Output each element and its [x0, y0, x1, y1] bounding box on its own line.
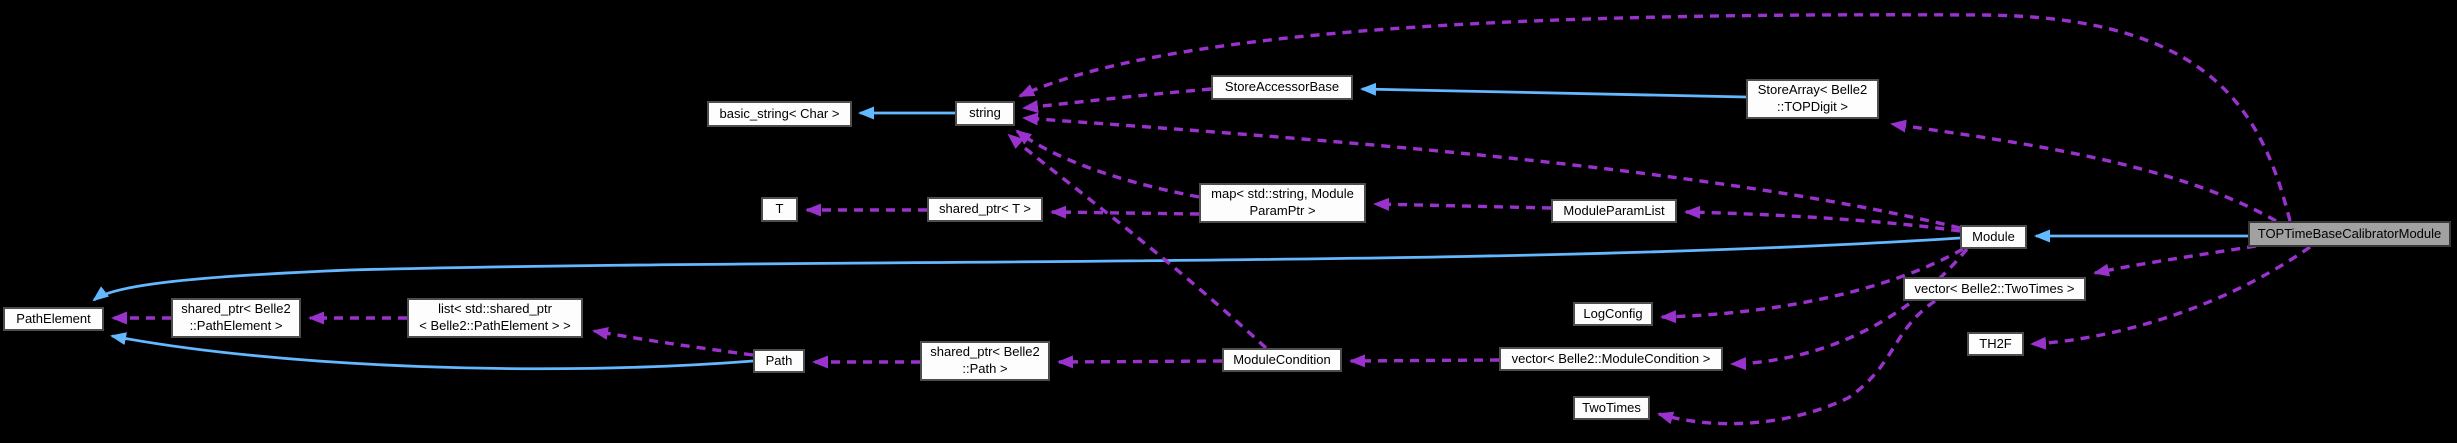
node-th2f[interactable]: TH2F [1967, 332, 2024, 356]
node-label-line: string [969, 105, 1001, 121]
edge-module-to-module-param-list [1684, 205, 1961, 233]
node-string[interactable]: string [955, 101, 1015, 126]
edge-module-to-path-element [92, 236, 1961, 302]
node-label-line: ::PathElement > [189, 318, 283, 333]
edge-top-time-base-calibrator-module-to-string [1018, 13, 2292, 222]
edge-module-to-string [1022, 112, 1961, 230]
node-store-accessor-base[interactable]: StoreAccessorBase [1211, 75, 1353, 100]
node-label-line: ParamPtr > [1249, 203, 1316, 218]
node-label-line: LogConfig [1583, 305, 1643, 321]
node-shared-ptr-path[interactable]: shared_ptr< Belle2::Path > [920, 341, 1050, 381]
node-vector-module-condition[interactable]: vector< Belle2::ModuleCondition > [1499, 347, 1723, 371]
node-basic-string[interactable]: basic_string< Char > [707, 101, 852, 127]
node-label-line: TH2F [1979, 335, 2012, 351]
edge-module-condition-to-string [1007, 133, 1268, 350]
node-label-line: StoreAccessorBase [1224, 79, 1340, 95]
node-label-line: TOPTimeBaseCalibratorModule [2257, 225, 2442, 241]
edge-map-param-to-shared-ptr-t [1050, 205, 1200, 219]
node-module-param-list[interactable]: ModuleParamList [1551, 199, 1677, 223]
node-module-condition[interactable]: ModuleCondition [1222, 348, 1342, 372]
edge-top-time-base-calibrator-module-to-vector-two-times [2093, 244, 2257, 277]
node-shared-ptr-t[interactable]: shared_ptr< T > [927, 197, 1043, 222]
node-label-line: < Belle2::PathElement > > [419, 318, 571, 333]
node-module[interactable]: Module [1960, 225, 2027, 249]
node-label-line: shared_ptr< Belle2 [181, 301, 291, 317]
node-label-line: shared_ptr< T > [938, 201, 1032, 217]
node-vector-two-times[interactable]: vector< Belle2::TwoTimes > [1903, 277, 2086, 301]
edge-top-time-base-calibrator-module-to-store-array [1890, 119, 2277, 223]
edge-module-to-log-config [1660, 247, 1964, 324]
node-label-line: ::TOPDigit > [1777, 99, 1848, 114]
node-top-time-base-calibrator-module[interactable]: TOPTimeBaseCalibratorModule [2248, 221, 2451, 247]
edge-store-accessor-base-to-string [1022, 87, 1212, 113]
node-label-line: vector< Belle2::ModuleCondition > [1511, 350, 1711, 366]
node-log-config[interactable]: LogConfig [1573, 302, 1653, 326]
node-label-line: map< std::string, Module [1211, 186, 1354, 202]
node-label-line: ::Path > [962, 361, 1008, 376]
node-path[interactable]: Path [753, 349, 805, 373]
edge-store-array-to-store-accessor-base [1360, 82, 1747, 99]
node-label-line: T [775, 201, 784, 217]
node-label-line: shared_ptr< Belle2 [930, 344, 1040, 360]
node-label-line: StoreArray< Belle2 [1757, 82, 1868, 98]
edge-map-param-to-string [1015, 129, 1200, 199]
edge-vector-two-times-to-two-times [1657, 299, 1936, 426]
edge-path-to-list-shared-ptr [592, 327, 754, 357]
edge-top-time-base-calibrator-module-to-th2f [2030, 245, 2311, 350]
node-t[interactable]: T [761, 197, 798, 222]
node-label-line: Module [1972, 228, 2015, 244]
node-path-element[interactable]: PathElement [3, 307, 104, 331]
edge-module-condition-to-shared-ptr-path [1057, 355, 1223, 369]
node-label-line: ModuleCondition [1233, 351, 1331, 367]
edge-path-to-path-element [110, 332, 754, 371]
node-label-line: list< std::shared_ptr [438, 301, 552, 317]
edge-module-param-list-to-map-param [1373, 197, 1552, 211]
edge-vector-module-condition-to-module-condition [1349, 354, 1500, 368]
node-shared-ptr-path-element[interactable]: shared_ptr< Belle2::PathElement > [171, 298, 301, 338]
node-label-line: ModuleParamList [1563, 202, 1665, 218]
node-label-line: Path [765, 352, 793, 368]
node-two-times[interactable]: TwoTimes [1573, 396, 1650, 420]
node-label-line: basic_string< Char > [719, 105, 840, 121]
node-label-line: TwoTimes [1582, 399, 1641, 415]
node-label-line: PathElement [16, 310, 91, 326]
node-store-array[interactable]: StoreArray< Belle2::TOPDigit > [1746, 79, 1879, 119]
node-label-line: vector< Belle2::TwoTimes > [1914, 280, 2075, 296]
node-list-shared-ptr[interactable]: list< std::shared_ptr< Belle2::PathEleme… [407, 298, 583, 338]
